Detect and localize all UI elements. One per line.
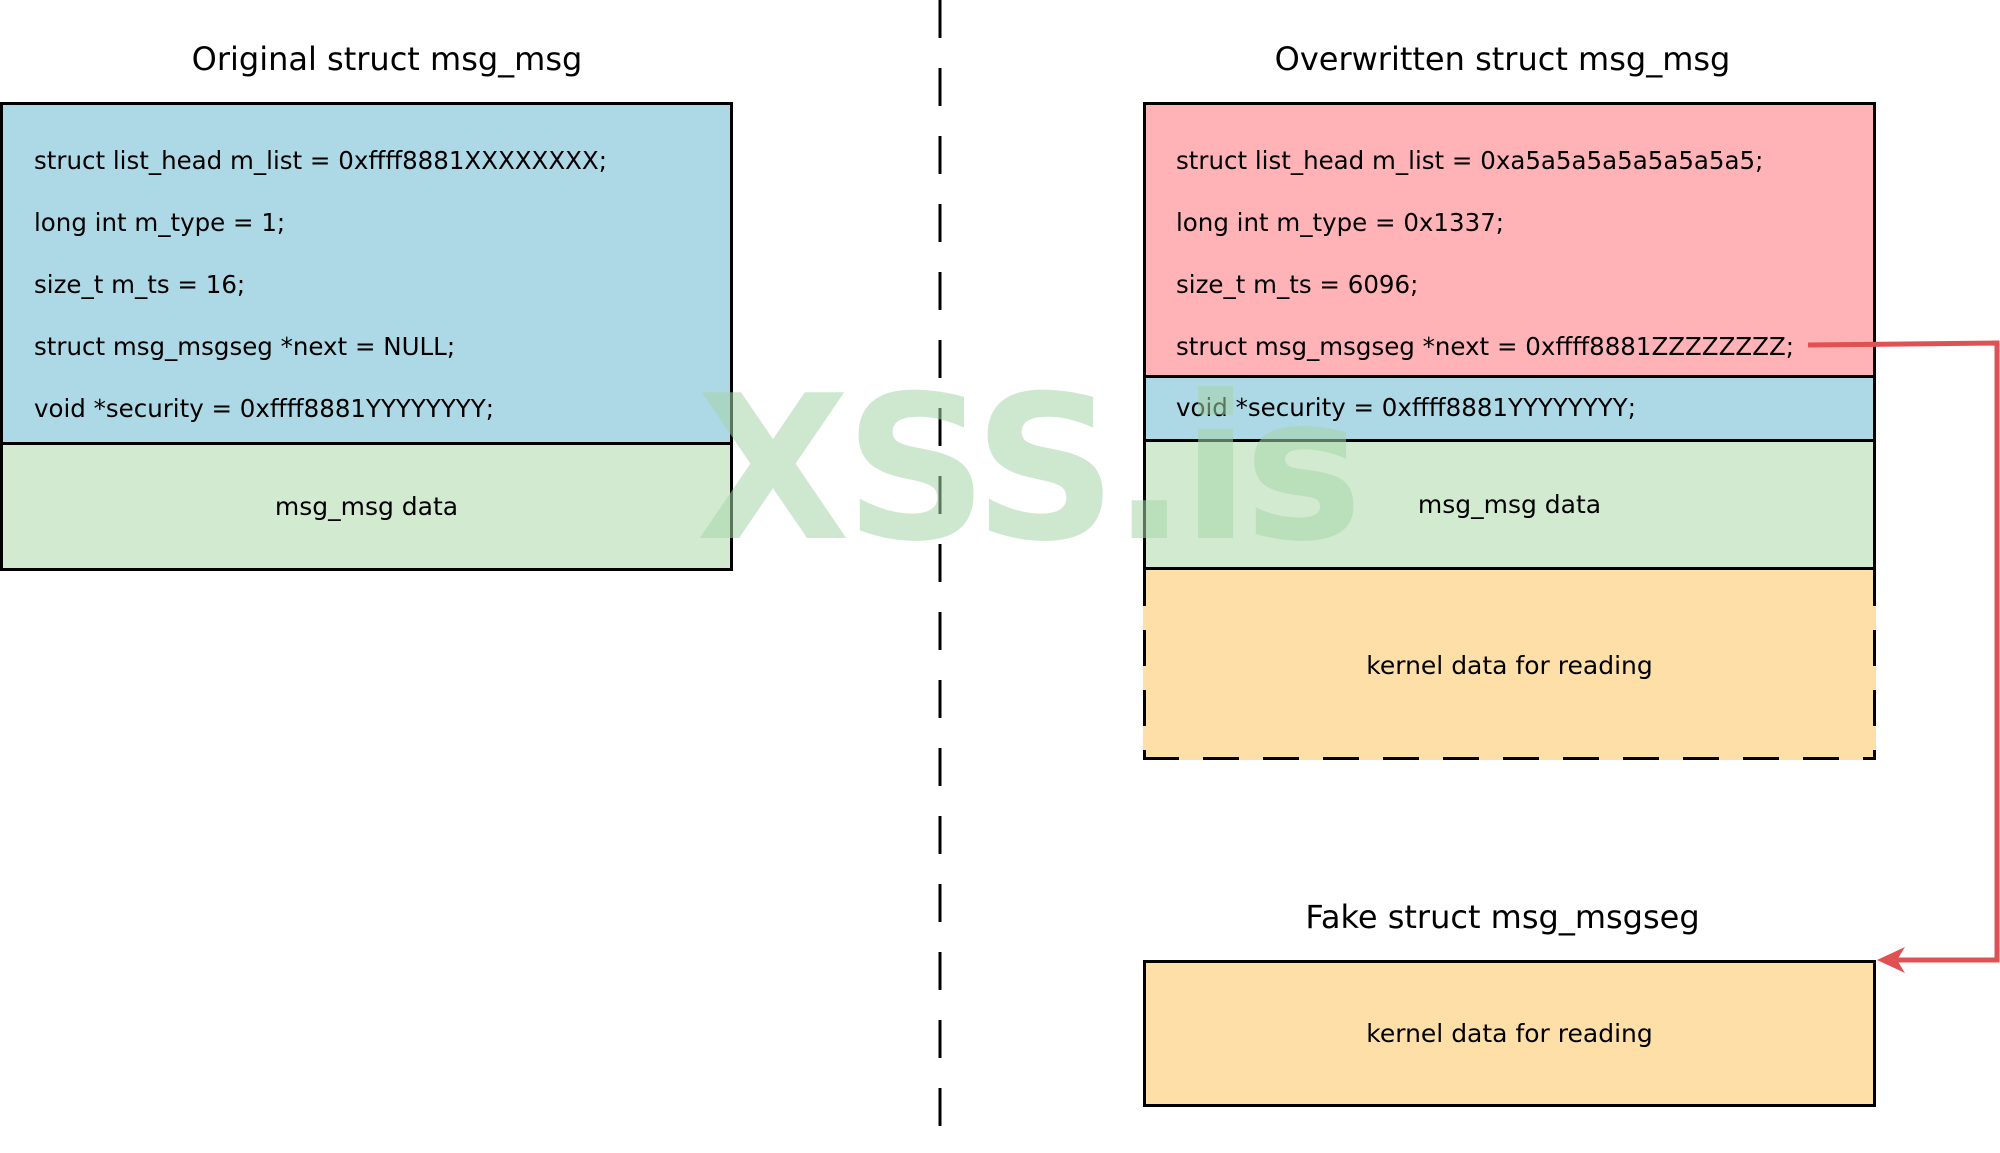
field-m-ts: size_t m_ts = 16;: [34, 270, 246, 299]
left-title: Original struct msg_msg: [191, 40, 583, 78]
field-m-type: long int m_type = 0x1337;: [1176, 208, 1505, 237]
field-security: void *security = 0xffff8881YYYYYYYY;: [1176, 393, 1636, 422]
field-m-type: long int m_type = 1;: [34, 208, 286, 237]
overwritten-data-label: msg_msg data: [1417, 490, 1602, 519]
field-next: struct msg_msgseg *next = NULL;: [34, 332, 456, 361]
kernel-data-overflow-label: kernel data for reading: [1366, 650, 1653, 680]
field-security: void *security = 0xffff8881YYYYYYYY;: [34, 394, 494, 423]
original-data-box: msg_msg data: [0, 442, 733, 571]
security-box: void *security = 0xffff8881YYYYYYYY;: [1143, 375, 1876, 442]
field-m-list: struct list_head m_list = 0xa5a5a5a5a5a5…: [1176, 146, 1764, 175]
fake-msgseg-box: kernel data for reading: [1143, 960, 1876, 1107]
fake-msgseg-label: kernel data for reading: [1366, 1019, 1653, 1048]
field-next-overwritten: struct msg_msgseg *next = 0xffff8881ZZZZ…: [1176, 332, 1794, 361]
center-divider: [938, 0, 942, 1153]
original-header-box: struct list_head m_list = 0xffff8881XXXX…: [0, 102, 733, 445]
kernel-data-overflow-box: kernel data for reading: [1143, 570, 1876, 760]
field-m-ts: size_t m_ts = 6096;: [1176, 270, 1419, 299]
field-m-list: struct list_head m_list = 0xffff8881XXXX…: [34, 146, 607, 175]
original-data-label: msg_msg data: [274, 492, 459, 521]
overwritten-data-box: msg_msg data: [1143, 439, 1876, 570]
arrowhead-icon: [1877, 947, 1905, 973]
fake-title: Fake struct msg_msgseg: [1305, 898, 1700, 936]
overwritten-header-box: struct list_head m_list = 0xa5a5a5a5a5a5…: [1143, 102, 1876, 378]
right-title: Overwritten struct msg_msg: [1274, 40, 1731, 78]
